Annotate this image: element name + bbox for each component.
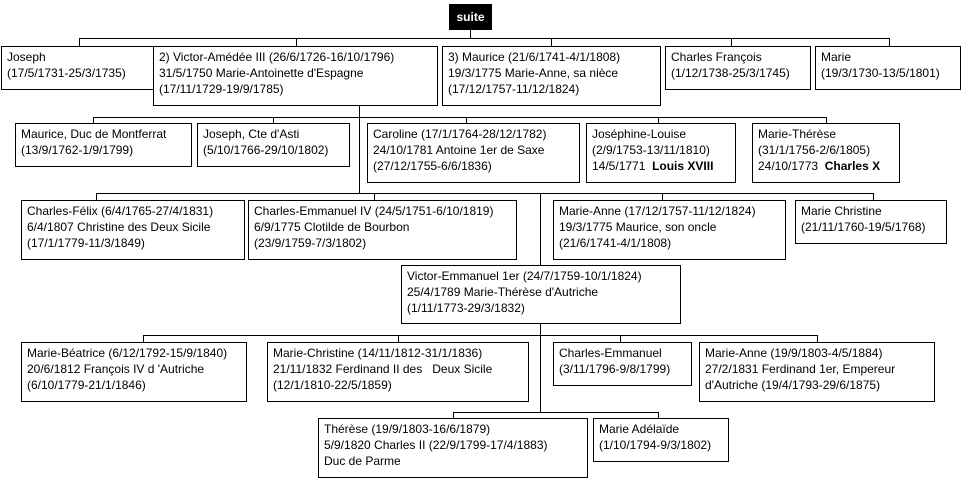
line-1: Victor-Emmanuel 1er (24/7/1759-10/1/1824… — [407, 269, 642, 283]
line-1: Maurice, Duc de Montferrat — [21, 127, 167, 141]
line-2: (3/11/1796-9/8/1799) — [559, 362, 671, 376]
line-2: (17/5/1731-25/3/1735) — [7, 66, 126, 80]
suite-header[interactable]: suite — [449, 4, 492, 30]
person-box-charles-francois: Charles François (1/12/1738-25/3/1745) — [665, 46, 811, 90]
line-3: (17/12/1757-11/12/1824) — [448, 82, 580, 96]
line-1: 3) Maurice (21/6/1741-4/1/1808) — [448, 50, 621, 64]
line-2: (31/1/1756-2/6/1805) — [758, 143, 871, 157]
person-box-marie-1730: Marie (19/3/1730-13/5/1801) — [815, 46, 961, 90]
line-1: Marie-Béatrice (6/12/1792-15/9/1840) — [27, 346, 228, 360]
line-2: 31/5/1750 Marie-Antoinette d'Espagne — [159, 66, 364, 80]
line-1: Thérèse (19/9/1803-16/6/1879) — [324, 422, 491, 436]
line-1: Marie-Thérèse — [758, 127, 837, 141]
person-box-marie-beatrice: Marie-Béatrice (6/12/1792-15/9/1840) 20/… — [21, 342, 247, 402]
line-1: Caroline (17/1/1764-28/12/1782) — [373, 127, 547, 141]
person-box-charles-emmanuel-iv: Charles-Emmanuel IV (24/5/1751-6/10/1819… — [248, 200, 517, 260]
line-3: 14/5/1771 Louis XVIII — [592, 158, 730, 174]
line-2: 6/9/1775 Clotilde de Bourbon — [254, 220, 410, 234]
line-3: (17/1/1779-11/3/1849) — [27, 236, 145, 250]
person-box-charles-emmanuel-1796: Charles-Emmanuel (3/11/1796-9/8/1799) — [553, 342, 692, 386]
line-2: (13/9/1762-1/9/1799) — [21, 143, 134, 157]
line-3: 24/10/1773 Charles X — [758, 158, 894, 174]
line-1: Marie — [821, 50, 852, 64]
line-1: Marie-Anne (17/12/1757-11/12/1824) — [559, 204, 756, 218]
line-1: Marie Adélaïde — [599, 422, 680, 436]
line-3: (21/6/1741-4/1/1808) — [559, 236, 672, 250]
line-2: (1/12/1738-25/3/1745) — [671, 66, 790, 80]
person-box-therese-1803: Thérèse (19/9/1803-16/6/1879) 5/9/1820 C… — [318, 418, 588, 478]
line-1: Charles-Emmanuel IV (24/5/1751-6/10/1819… — [254, 204, 494, 218]
marriage-date: 14/5/1771 — [592, 159, 646, 173]
person-box-maurice-1741: 3) Maurice (21/6/1741-4/1/1808) 19/3/177… — [442, 46, 661, 106]
line-1: Charles François — [671, 50, 762, 64]
person-box-caroline: Caroline (17/1/1764-28/12/1782) 24/10/17… — [367, 123, 580, 183]
line-1: Joséphine-Louise — [592, 127, 687, 141]
line-3: (17/11/1729-19/9/1785) — [159, 82, 284, 96]
person-box-joseph-asti: Joseph, Cte d'Asti (5/10/1766-29/10/1802… — [197, 123, 350, 167]
person-box-joseph: Joseph (17/5/1731-25/3/1735) — [1, 46, 154, 90]
line-3: d'Autriche (19/4/1793-29/6/1875) — [705, 378, 881, 392]
person-box-marie-christine-1760: Marie Christine (21/11/1760-19/5/1768) — [795, 200, 947, 244]
person-box-marie-therese-1756: Marie-Thérèse (31/1/1756-2/6/1805) 24/10… — [752, 123, 900, 183]
person-box-charles-felix: Charles-Félix (6/4/1765-27/4/1831) 6/4/1… — [21, 200, 245, 260]
line-1: Charles-Emmanuel — [559, 346, 662, 360]
line-2: 19/3/1775 Marie-Anne, sa nièce — [448, 66, 619, 80]
person-box-josephine-louise: Joséphine-Louise (2/9/1753-13/11/1810) 1… — [586, 123, 736, 183]
line-1: Joseph — [7, 50, 46, 64]
line-2: (5/10/1766-29/10/1802) — [203, 143, 329, 157]
line-1: Marie-Anne (19/9/1803-4/5/1884) — [705, 346, 883, 360]
line-1: Marie Christine — [801, 204, 882, 218]
line-2: (19/3/1730-13/5/1801) — [821, 66, 940, 80]
line-2: 21/11/1832 Ferdinand II des Deux Sicile — [273, 362, 493, 376]
line-1: Marie-Christine (14/11/1812-31/1/1836) — [273, 346, 483, 360]
line-2: 20/6/1812 François IV d 'Autriche — [27, 362, 205, 376]
person-box-marie-adelaide: Marie Adélaïde (1/10/1794-9/3/1802) — [593, 418, 729, 462]
line-3: (6/10/1779-21/1/1846) — [27, 378, 146, 392]
line-3: (23/9/1759-7/3/1802) — [254, 236, 367, 250]
line-2: (2/9/1753-13/11/1810) — [592, 143, 710, 157]
line-2: 6/4/1807 Christine des Deux Sicile — [27, 220, 211, 234]
person-box-marie-anne-1803: Marie-Anne (19/9/1803-4/5/1884) 27/2/183… — [699, 342, 935, 402]
line-1: Joseph, Cte d'Asti — [203, 127, 300, 141]
spouse-name: Louis XVIII — [652, 159, 714, 173]
person-box-victor-amedee-iii: 2) Victor-Amédée III (26/6/1726-16/10/17… — [153, 46, 438, 106]
line-3: Duc de Parme — [324, 454, 401, 468]
line-2: 25/4/1789 Marie-Thérèse d'Autriche — [407, 285, 599, 299]
marriage-date: 24/10/1773 — [758, 159, 819, 173]
line-2: 19/3/1775 Maurice, son oncle — [559, 220, 717, 234]
person-box-maurice-montferrat: Maurice, Duc de Montferrat (13/9/1762-1/… — [15, 123, 192, 167]
line-2: (1/10/1794-9/3/1802) — [599, 438, 712, 452]
line-2: 24/10/1781 Antoine 1er de Saxe — [373, 143, 545, 157]
line-2: (21/11/1760-19/5/1768) — [801, 220, 926, 234]
line-3: (12/1/1810-22/5/1859) — [273, 378, 392, 392]
line-2: 5/9/1820 Charles II (22/9/1799-17/4/1883… — [324, 438, 548, 452]
line-1: Charles-Félix (6/4/1765-27/4/1831) — [27, 204, 214, 218]
line-1: 2) Victor-Amédée III (26/6/1726-16/10/17… — [159, 50, 395, 64]
person-box-marie-christine-1812: Marie-Christine (14/11/1812-31/1/1836) 2… — [267, 342, 529, 402]
person-box-victor-emmanuel-1er: Victor-Emmanuel 1er (24/7/1759-10/1/1824… — [401, 265, 681, 324]
line-3: (1/11/1773-29/3/1832) — [407, 301, 525, 315]
line-3: (27/12/1755-6/6/1836) — [373, 159, 492, 173]
spouse-name: Charles X — [824, 159, 881, 173]
person-box-marie-anne-1757: Marie-Anne (17/12/1757-11/12/1824) 19/3/… — [553, 200, 786, 260]
line-2: 27/2/1831 Ferdinand 1er, Empereur — [705, 362, 896, 376]
